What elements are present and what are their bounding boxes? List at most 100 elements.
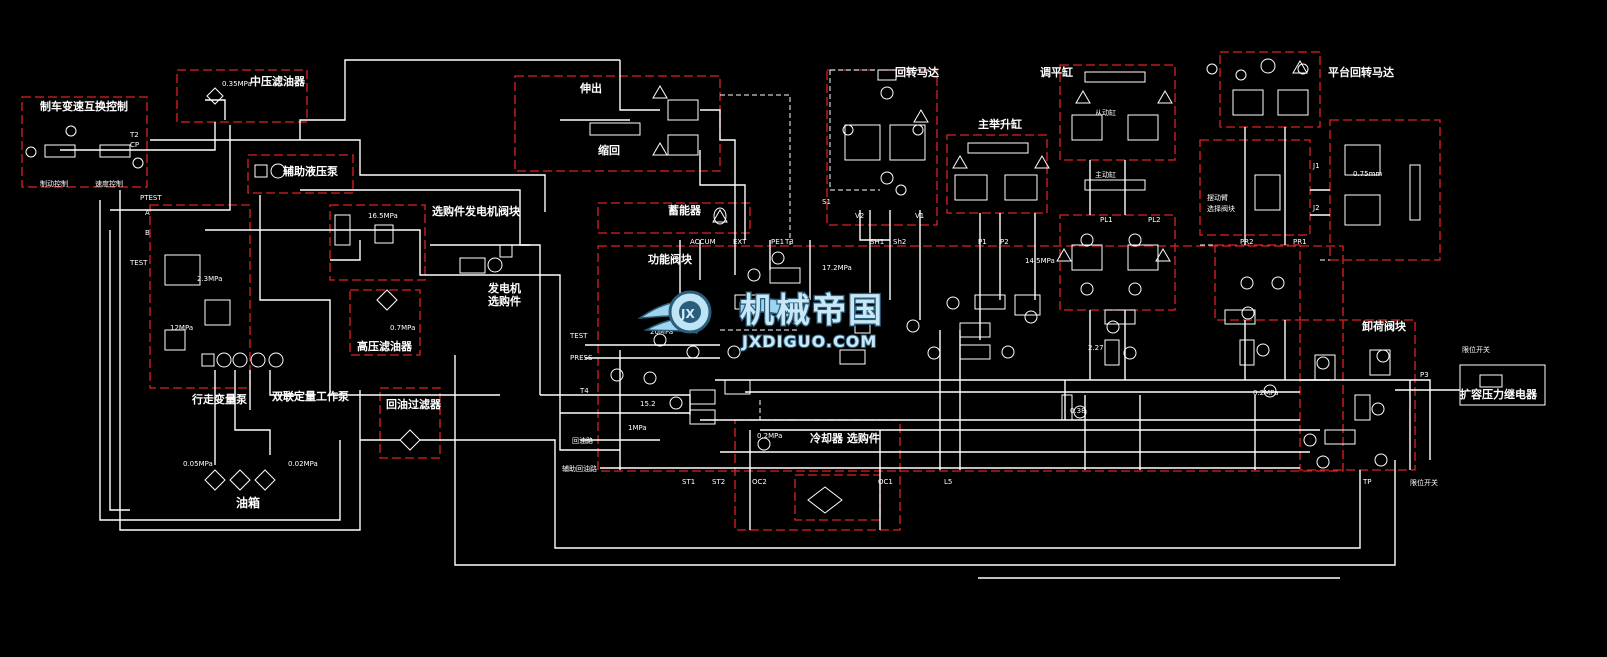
pressure-label: 20MPa: [650, 328, 673, 336]
port-label: A: [145, 209, 150, 217]
warning-icon: [1034, 155, 1050, 169]
components: [25, 58, 1546, 514]
label-cooler: 冷却器 选购件: [810, 431, 880, 445]
port-label: SH1: [870, 238, 884, 246]
port-label: PE1: [771, 238, 784, 246]
label-swing-1: 摆动臂: [1207, 193, 1228, 202]
label-retract: 缩回: [598, 143, 620, 157]
port-label: TP: [1362, 478, 1372, 486]
label-unload-block: 卸荷阀块: [1362, 319, 1407, 333]
level-cyl-box: [1059, 64, 1176, 161]
label-tank: 油箱: [236, 495, 260, 510]
hydraulic-lines: [60, 59, 1460, 579]
relay-frame: [1459, 364, 1546, 406]
dual-pump-icon: [250, 352, 266, 368]
generator-icon: [459, 257, 486, 274]
label-limit-switch: 限位开关: [1462, 345, 1490, 354]
hp-filter-box: [349, 289, 421, 356]
level-cylinder-icon: [1084, 71, 1146, 83]
warning-icon: [652, 142, 668, 156]
port-label: EXT: [733, 238, 747, 246]
hp-filter-icon: [376, 289, 398, 311]
gen-valve-box: [329, 204, 426, 281]
warning-icon: [652, 85, 668, 99]
brake-gauge-icon: [25, 146, 37, 158]
label-aux-return: 辅助回油路: [562, 464, 597, 473]
aux-pump-icon: [270, 163, 286, 179]
port-label: P3: [1420, 371, 1429, 379]
label-extend: 伸出: [579, 81, 602, 95]
label-return-filter: 回油过滤器: [386, 397, 442, 411]
label-return-oil: 回油路: [572, 436, 593, 445]
port-label: OC2: [752, 478, 767, 486]
port-label: P2: [1000, 238, 1009, 246]
port-label: PRESS: [570, 354, 593, 362]
port-label: V1: [915, 212, 924, 220]
platform-motor-icon: [1260, 58, 1276, 74]
port-label: J1: [1312, 162, 1320, 170]
port-label: PL2: [1148, 216, 1161, 224]
travel-pump-icon: [216, 352, 232, 368]
mid-filter-box: [176, 69, 308, 123]
label-travel-limit: 限位开关: [1410, 478, 1438, 487]
pressure-label: 17.2MPa: [822, 264, 852, 272]
port-label: PL1: [1100, 216, 1113, 224]
brake-valve: [44, 144, 76, 158]
port-label: OC1: [878, 478, 893, 486]
warning-icon: [1056, 248, 1072, 262]
label-travel-pump: 行走变量泵: [191, 392, 247, 406]
port-label: ACCUM: [690, 238, 716, 246]
unload-block-box: [1299, 319, 1416, 471]
warning-icon: [952, 155, 968, 169]
label-level-cyl: 调平缸: [1040, 65, 1073, 79]
pressure-label: 15.2: [640, 400, 656, 408]
pressure-label: 0.02MPa: [288, 460, 318, 468]
label-relay: 扩容压力继电器: [1460, 387, 1538, 401]
label-hp-filter: 高压滤油器: [357, 339, 413, 353]
watermark-url: JXDIGUO.COM: [741, 332, 877, 351]
label-gen-block: 选购件发电机阀块: [432, 204, 521, 218]
watermark-main: 机械帝国: [740, 291, 884, 331]
port-labels: T2 CP PTEST A B TEST T3 T4 TEST PRESS ST…: [129, 131, 1429, 486]
pressure-label: 0.38: [1070, 407, 1086, 415]
pressure-labels: 0.35MPa 16.5MPa 2.3MPa 0.7MPa 12MPa 0.05…: [170, 80, 1382, 468]
warning-icon: [1157, 90, 1173, 104]
pressure-label: 14.5MPa: [1025, 257, 1055, 265]
label-swing-2: 选择阀块: [1207, 204, 1235, 213]
pressure-label: 0.75mm: [1353, 170, 1382, 178]
port-label: PTEST: [140, 194, 162, 202]
telescope-cylinder: [589, 122, 641, 136]
warning-triangles: [652, 60, 1308, 262]
warning-icon: [1075, 90, 1091, 104]
return-filter-icon: [399, 429, 421, 451]
main-cyl-box: [946, 134, 1048, 214]
swing-block-box: [1199, 139, 1311, 236]
svg-text:JX: JX: [680, 307, 695, 321]
warning-icon: [1292, 60, 1308, 74]
warning-icon: [712, 209, 728, 223]
label-accum: 蓄能器: [668, 203, 702, 217]
brake-box: [21, 96, 148, 188]
label-brake: 制车变速互换控制: [40, 99, 128, 113]
port-label: CP: [130, 141, 139, 149]
port-label: ST2: [712, 478, 725, 486]
platform-motor-box: [1219, 51, 1321, 128]
cooler-inner-box: [794, 474, 881, 521]
chinese-labels: 制车变速互换控制 中压滤油器 辅助液压泵 选购件发电机阀块 发电机 选购件 高压…: [40, 65, 1538, 510]
port-label: J2: [1312, 204, 1320, 212]
label-aux-pump: 辅助液压泵: [283, 164, 338, 178]
label-platform-motor: 平台回转马达: [1328, 65, 1394, 79]
port-label: PR1: [1293, 238, 1307, 246]
port-label: S1: [822, 198, 831, 206]
port-label: T3: [784, 238, 794, 246]
port-label: V2: [855, 212, 864, 220]
speed-valve: [99, 144, 131, 158]
warning-icon: [913, 109, 929, 123]
pressure-label: 0.2MPa: [757, 432, 782, 440]
pressure-label: 16.5MPa: [368, 212, 398, 220]
port-label: P1: [978, 238, 987, 246]
pr-valve-box: [1214, 244, 1301, 321]
mid-filter-icon: [206, 87, 224, 105]
port-label: PR2: [1240, 238, 1254, 246]
